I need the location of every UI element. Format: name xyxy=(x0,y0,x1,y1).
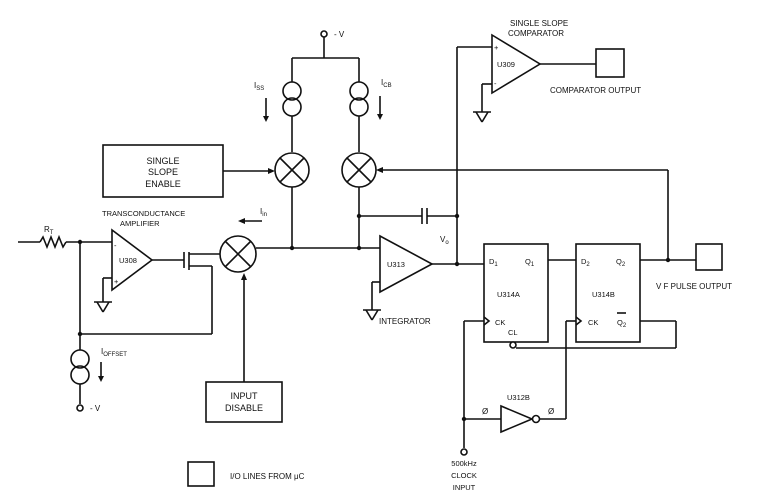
svg-text:DISABLE: DISABLE xyxy=(225,403,263,413)
transconductance-label: TRANSCONDUCTANCE xyxy=(102,209,185,218)
single-slope-enable-block[interactable]: SINGLE SLOPE ENABLE xyxy=(102,144,275,198)
icb-current-source: ICB xyxy=(349,78,392,152)
svg-text:+: + xyxy=(114,277,119,286)
svg-text:AMPLIFIER: AMPLIFIER xyxy=(120,219,160,228)
u312b-inverter: U312B Ø xyxy=(500,320,576,434)
svg-text:+: + xyxy=(494,43,499,52)
legend: I/O LINES FROM μC xyxy=(187,461,305,487)
fet-transistor xyxy=(80,252,220,335)
top-supply: - V xyxy=(291,30,360,82)
comparator-title: SINGLE SLOPE xyxy=(510,19,568,28)
svg-text:-: - xyxy=(114,241,117,250)
legend-box xyxy=(187,461,215,487)
svg-text:CLOCK: CLOCK xyxy=(451,471,477,480)
integrator-capacitor xyxy=(356,208,460,224)
integrator-label: INTEGRATOR xyxy=(379,317,431,326)
ioffset-label: IOFFSET xyxy=(101,347,127,358)
clock-wiring: Ø 500kHz CLOCK INPUT xyxy=(451,320,501,492)
svg-text:CL: CL xyxy=(508,328,518,337)
neg-v-bottom-label: - V xyxy=(90,404,101,413)
svg-text:U314A: U314A xyxy=(497,290,520,299)
iss-current-source: ISS xyxy=(254,81,302,152)
svg-text:Q2: Q2 xyxy=(617,318,627,329)
rt-label: RT xyxy=(44,225,54,236)
svg-text:Q2: Q2 xyxy=(616,257,626,268)
q2-feedback-wire xyxy=(376,167,669,260)
clock-input-label: 500kHz xyxy=(451,459,477,468)
rt-resistor: RT xyxy=(18,225,112,250)
input-disable-block[interactable]: INPUT DISABLE xyxy=(205,273,283,423)
icb-label: ICB xyxy=(381,78,392,89)
svg-text:D1: D1 xyxy=(489,257,498,268)
iss-label: ISS xyxy=(254,81,264,92)
svg-text:INPUT: INPUT xyxy=(231,391,259,401)
icb-switch xyxy=(341,152,377,248)
vf-pulse-output-terminal[interactable]: V F PULSE OUTPUT xyxy=(656,243,732,291)
comparator-output-terminal[interactable]: COMPARATOR OUTPUT xyxy=(550,48,641,95)
offset-current-source: - V IOFFSET xyxy=(70,242,127,413)
vo-label: Vo xyxy=(440,235,449,246)
svg-text:INPUT: INPUT xyxy=(453,483,476,492)
svg-text:CK: CK xyxy=(588,318,598,327)
u314a-flipflop: D1 Q1 U314A CK CL xyxy=(483,243,576,349)
neg-v-top-label: - V xyxy=(334,30,345,39)
svg-text:ENABLE: ENABLE xyxy=(145,179,181,189)
iin-label: Iin xyxy=(260,207,267,218)
svg-text:-: - xyxy=(494,79,497,88)
svg-text:SLOPE: SLOPE xyxy=(148,167,178,177)
comparator-output-label: COMPARATOR OUTPUT xyxy=(550,86,641,95)
phi1-label: Ø xyxy=(482,407,488,416)
svg-text:Q1: Q1 xyxy=(525,257,535,268)
legend-label: I/O LINES FROM μC xyxy=(230,472,305,481)
svg-text:CK: CK xyxy=(495,318,505,327)
svg-text:U308: U308 xyxy=(119,256,137,265)
u314b-flipflop: D2 Q2 U314B CK Q2 xyxy=(575,243,696,343)
phi2-label: Ø xyxy=(548,407,554,416)
svg-text:U312B: U312B xyxy=(507,393,530,402)
svg-text:U309: U309 xyxy=(497,60,515,69)
u308-amplifier: - + U308 TRANSCONDUCTANCE AMPLIFIER xyxy=(94,209,185,313)
comparator-feed xyxy=(456,46,492,264)
vf-pulse-output-label: V F PULSE OUTPUT xyxy=(656,282,732,291)
svg-text:SINGLE: SINGLE xyxy=(146,156,179,166)
svg-text:U313: U313 xyxy=(387,260,405,269)
iss-switch xyxy=(274,152,310,248)
svg-text:D2: D2 xyxy=(581,257,590,268)
q2bar-to-clear-wire xyxy=(516,320,677,349)
u313-integrator: U313 INTEGRATOR Vo xyxy=(363,234,484,326)
u309-comparator: + - U309 SINGLE SLOPE COMPARATOR xyxy=(473,19,596,123)
svg-text:COMPARATOR: COMPARATOR xyxy=(508,29,564,38)
svg-text:U314B: U314B xyxy=(592,290,615,299)
input-switch: Iin xyxy=(219,207,380,273)
